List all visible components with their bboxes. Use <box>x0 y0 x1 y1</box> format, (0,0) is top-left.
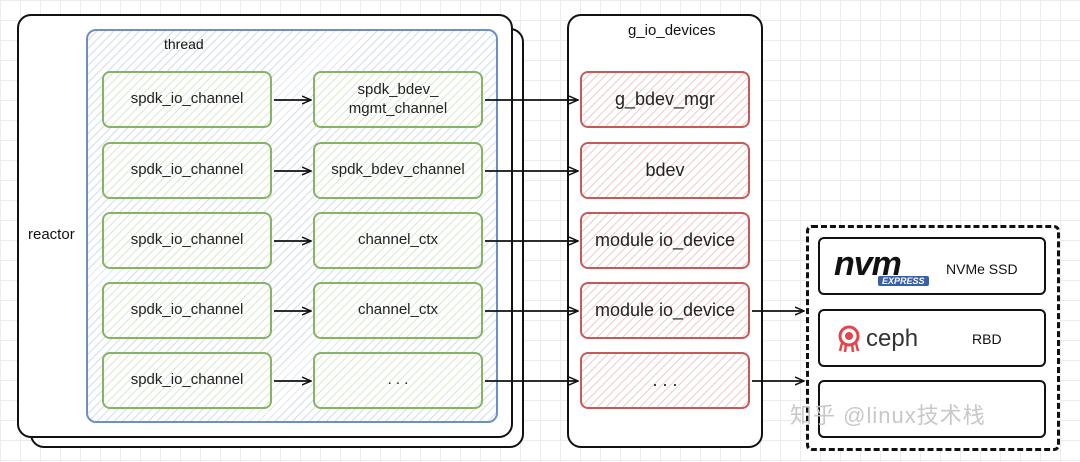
io-channel-box: spdk_io_channel <box>102 142 272 199</box>
nvme-logo-express: EXPRESS <box>878 276 929 286</box>
channel-ctx-box: channel_ctx <box>313 212 483 269</box>
nvme-ssd-label: NVMe SSD <box>946 261 1018 277</box>
module-io-device-box: module io_device <box>580 282 750 339</box>
bdev-mgmt-channel-box: spdk_bdev_ mgmt_channel <box>313 71 483 128</box>
rbd-box <box>818 309 1046 367</box>
io-device-ellipsis-box: . . . <box>580 352 750 409</box>
module-io-device-box: module io_device <box>580 212 750 269</box>
channel-ellipsis-box: . . . <box>313 352 483 409</box>
thread-label: thread <box>164 36 204 52</box>
empty-backend-box <box>818 380 1046 438</box>
g-io-devices-label: g_io_devices <box>628 22 716 39</box>
ceph-octopus-icon <box>838 325 860 353</box>
g-bdev-mgr-box: g_bdev_mgr <box>580 71 750 128</box>
io-channel-box: spdk_io_channel <box>102 71 272 128</box>
rbd-label: RBD <box>972 331 1002 347</box>
nvme-ssd-box <box>818 237 1046 295</box>
channel-ctx-box: channel_ctx <box>313 282 483 339</box>
io-channel-box: spdk_io_channel <box>102 212 272 269</box>
io-channel-box: spdk_io_channel <box>102 282 272 339</box>
reactor-label: reactor <box>28 226 75 243</box>
bdev-box: bdev <box>580 142 750 199</box>
watermark: 知乎 @linux技术栈 <box>790 403 986 428</box>
io-channel-box: spdk_io_channel <box>102 352 272 409</box>
ceph-logo: ceph <box>866 325 919 352</box>
bdev-channel-box: spdk_bdev_channel <box>313 142 483 199</box>
